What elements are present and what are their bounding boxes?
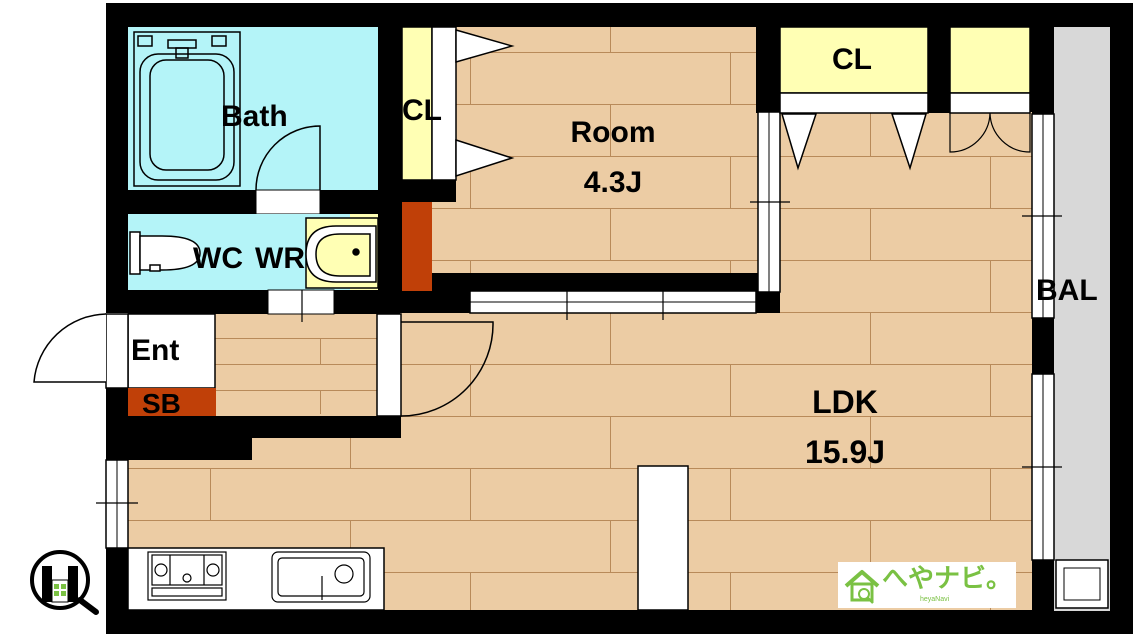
entrance-door-swing bbox=[33, 313, 107, 383]
hall-door-leaf bbox=[376, 313, 402, 417]
shoe-box bbox=[128, 388, 216, 416]
heyanavi-logo: へやナビ。 heyaNavi bbox=[838, 562, 1016, 608]
room-floor-strip bbox=[432, 200, 468, 272]
kitchen-counter bbox=[127, 547, 385, 611]
ldk-size-label: 15.9J bbox=[804, 434, 886, 470]
closet-door-top bbox=[455, 29, 515, 63]
room-size-label: 4.3J bbox=[583, 166, 643, 199]
logo-text: へやナビ。 bbox=[882, 564, 1013, 594]
room-storage bbox=[402, 202, 432, 291]
entrance-label: Ent bbox=[131, 334, 180, 367]
small-closet-frame bbox=[949, 92, 1031, 114]
wall-wet-right bbox=[378, 27, 402, 313]
small-closet-doors bbox=[949, 112, 1031, 153]
wall-bath-bottom bbox=[128, 190, 378, 214]
closet-door-bottom bbox=[455, 138, 515, 178]
ldk-closet-frame bbox=[779, 92, 929, 114]
room-closet bbox=[401, 26, 433, 181]
ldk-closet-wall bbox=[928, 27, 950, 113]
ldk-closet bbox=[779, 26, 929, 94]
toilet bbox=[129, 231, 201, 275]
wall-ent-ldk bbox=[106, 416, 401, 438]
bath-door-opening bbox=[255, 189, 321, 215]
bath-label: Bath bbox=[221, 100, 288, 133]
entrance-door-leaf bbox=[105, 313, 129, 389]
bathtub bbox=[133, 31, 241, 187]
ldk-name-label: LDK bbox=[812, 384, 878, 420]
balcony bbox=[1054, 27, 1110, 611]
ent-hall-floor bbox=[215, 314, 377, 414]
ldk-pillar bbox=[637, 465, 689, 611]
house-icon bbox=[844, 570, 880, 604]
closet-base-wall bbox=[402, 180, 456, 202]
cl-door-left bbox=[780, 113, 818, 171]
wall-wc-bottom bbox=[128, 290, 400, 314]
wash-basin bbox=[305, 217, 379, 289]
kitchen-sink bbox=[271, 551, 371, 603]
shoe-box-label: SB bbox=[142, 388, 181, 419]
bath-door-swing bbox=[255, 125, 321, 191]
hall-door-swing bbox=[400, 321, 494, 417]
room-closet-label: CL bbox=[402, 94, 442, 127]
room-name-label: Room bbox=[570, 116, 656, 149]
logo-subtext: heyaNavi bbox=[920, 596, 950, 603]
ldk-closet-label: CL bbox=[832, 43, 872, 76]
wc-label: WC bbox=[193, 242, 243, 275]
stove bbox=[147, 551, 227, 601]
cl-door-right bbox=[890, 113, 928, 171]
balcony-label: BAL bbox=[1036, 274, 1098, 307]
wall-room-right bbox=[756, 27, 780, 113]
search-house-icon bbox=[28, 549, 104, 617]
wc-door-opening bbox=[267, 289, 335, 315]
small-closet bbox=[949, 26, 1031, 94]
wall-ent-ldk-2 bbox=[106, 438, 252, 460]
wr-label: WR bbox=[255, 242, 305, 275]
